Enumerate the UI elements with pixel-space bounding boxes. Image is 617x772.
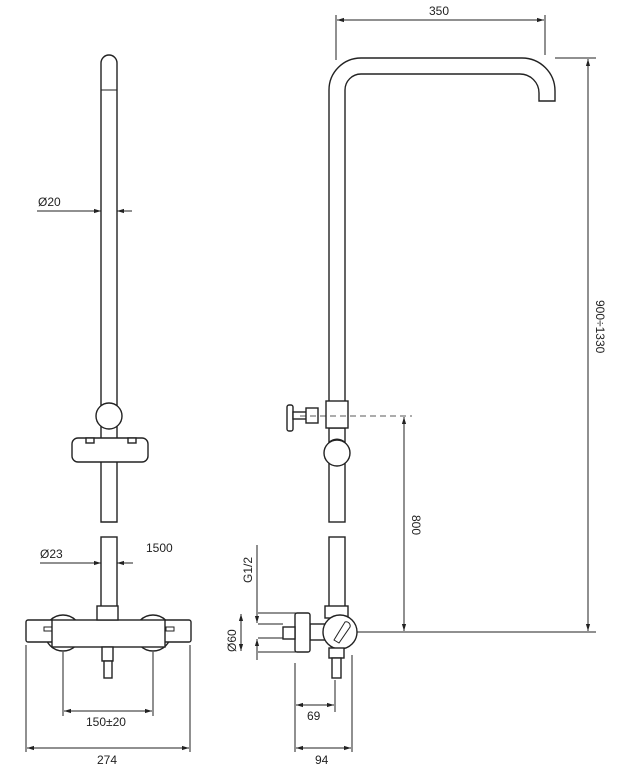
- side-knob: [322, 614, 358, 650]
- height-range-label: 900÷1330: [593, 300, 607, 354]
- mixer-width-label: 274: [97, 753, 117, 767]
- inlet-thread-label: G1/2: [241, 557, 255, 583]
- slider-ring: [95, 402, 123, 430]
- diverter-valve-body: [325, 400, 349, 429]
- hose-length-label: 1500: [146, 541, 173, 555]
- depth-inner-label: 69: [307, 709, 321, 723]
- rod-diameter-label: Ø20: [38, 195, 61, 209]
- lower-rod-diameter-label: Ø23: [40, 547, 63, 561]
- top-reach-label: 350: [429, 4, 449, 18]
- shower-arm: [328, 57, 556, 403]
- side-view: 350 900÷1330 800 Ø60 G1/2: [225, 4, 607, 767]
- lower-rod: [100, 536, 118, 608]
- valve-height-label: 800: [409, 515, 423, 535]
- wall-escutcheon: [294, 612, 311, 653]
- hand-shower-slider: [71, 437, 149, 463]
- slider-knob: [323, 439, 351, 467]
- front-view: Ø20 Ø23 1500 150±20 274: [25, 54, 192, 767]
- thermostatic-mixer-body: [51, 619, 166, 648]
- inlet-spacing-label: 150±20: [86, 715, 126, 729]
- escutcheon-diameter-label: Ø60: [225, 629, 239, 652]
- depth-outer-label: 94: [315, 753, 329, 767]
